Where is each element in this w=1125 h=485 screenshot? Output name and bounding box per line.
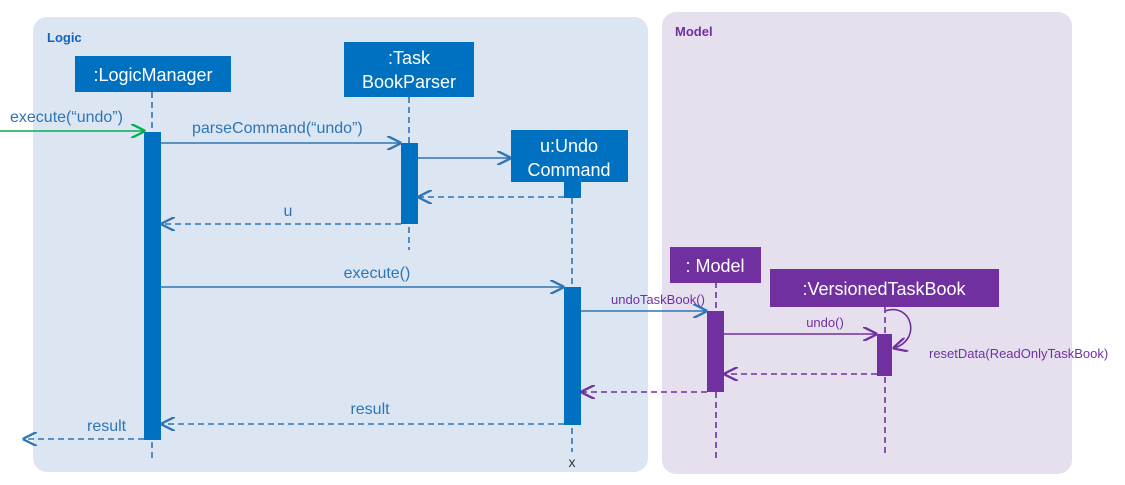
return-result-inner-label: result bbox=[350, 401, 390, 418]
participant-logic-manager-label: :LogicManager bbox=[93, 65, 212, 85]
participant-model: : Model bbox=[670, 247, 761, 283]
participant-task-book-parser-line1: :Task bbox=[388, 48, 431, 68]
logic-frame bbox=[33, 17, 648, 472]
participant-task-book-parser: :Task BookParser bbox=[344, 42, 474, 97]
participant-versioned-task-book-label: :VersionedTaskBook bbox=[802, 279, 966, 299]
activation-versioned-task-book bbox=[877, 334, 892, 376]
message-undo-task-book-label: undoTaskBook() bbox=[611, 292, 705, 307]
participant-logic-manager: :LogicManager bbox=[75, 56, 231, 92]
participant-versioned-task-book: :VersionedTaskBook bbox=[770, 269, 999, 307]
message-execute-undo-label: execute(“undo”) bbox=[10, 109, 123, 126]
participant-task-book-parser-line2: BookParser bbox=[362, 72, 456, 92]
participant-undo-command-line2: Command bbox=[527, 160, 610, 180]
return-u-label: u bbox=[284, 203, 293, 220]
destroy-mark: x bbox=[569, 454, 576, 470]
participant-model-label: : Model bbox=[685, 256, 744, 276]
return-result-outer-label: result bbox=[87, 418, 127, 435]
activation-task-book-parser bbox=[401, 143, 418, 224]
activation-undo-command-short bbox=[564, 182, 581, 198]
activation-undo-command bbox=[564, 287, 581, 425]
activation-model bbox=[707, 311, 724, 392]
model-frame-title: Model bbox=[675, 24, 713, 39]
participant-undo-command: u:Undo Command bbox=[511, 130, 628, 182]
participant-undo-command-line1: u:Undo bbox=[540, 136, 598, 156]
message-reset-data-self-arrow bbox=[884, 308, 912, 348]
message-parse-command-label: parseCommand(“undo”) bbox=[192, 120, 363, 137]
message-reset-data-label: resetData(ReadOnlyTaskBook) bbox=[929, 346, 1108, 361]
logic-frame-title: Logic bbox=[47, 30, 82, 45]
model-frame bbox=[662, 12, 1072, 474]
activation-logic-manager bbox=[144, 132, 161, 440]
message-execute-label: execute() bbox=[344, 265, 411, 282]
message-undo-label: undo() bbox=[806, 315, 844, 330]
